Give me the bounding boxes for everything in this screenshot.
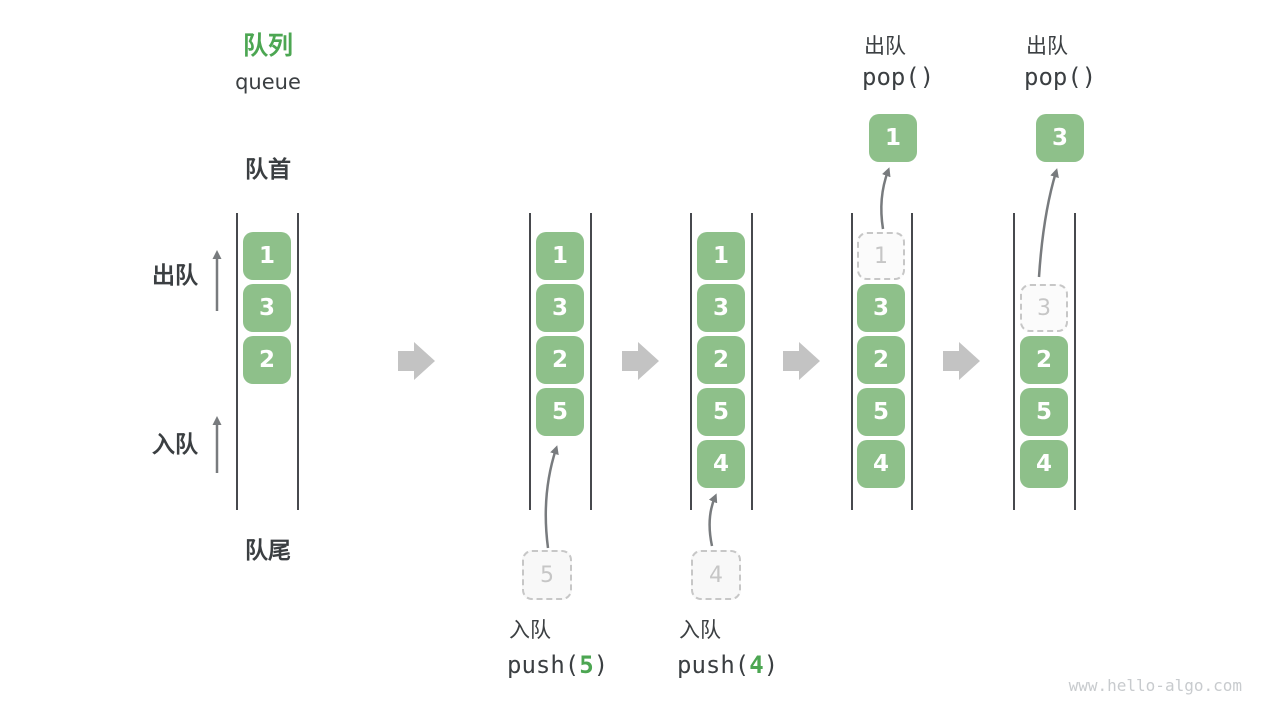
queue-item-box: 4: [1020, 440, 1068, 488]
queue-wall-right: [751, 213, 753, 510]
queue-item-box: 1: [697, 232, 745, 280]
watermark: www.hello-algo.com: [1068, 676, 1242, 695]
queue-item-box: 3: [536, 284, 584, 332]
push-op-label-zh: 入队: [679, 618, 721, 642]
queue-item-box: 2: [1020, 336, 1068, 384]
queue-item-box: 2: [697, 336, 745, 384]
popped-slot-ghost: 3: [1020, 284, 1068, 332]
queue-wall-left: [1013, 213, 1015, 510]
queue-rear-label: 队尾: [245, 538, 291, 564]
push-op-label-zh: 入队: [509, 618, 551, 642]
queue-item-box: 5: [1020, 388, 1068, 436]
queue-wall-right: [1074, 213, 1076, 510]
queue-item-box: 4: [857, 440, 905, 488]
pop-op-code: pop(): [862, 63, 935, 91]
push-code-pre: push(: [507, 651, 580, 679]
pop-flow-arrow-icon: [1037, 168, 1059, 278]
queue-item-box: 1: [243, 232, 291, 280]
push-code-arg: 5: [579, 651, 594, 679]
step-arrow-icon: [622, 342, 659, 380]
queue-item-box: 2: [243, 336, 291, 384]
pop-op-code: pop(): [1024, 63, 1097, 91]
pop-op-label-zh: 出队: [1026, 34, 1068, 58]
queue-item-box: 3: [697, 284, 745, 332]
enqueue-direction-label: 入队: [152, 432, 198, 458]
queue-wall-right: [911, 213, 913, 510]
queue-wall-left: [690, 213, 692, 510]
queue-wall-left: [529, 213, 531, 510]
queue-item-box: 2: [857, 336, 905, 384]
dequeue-direction-label: 出队: [152, 263, 198, 289]
pop-flow-arrow-icon: [880, 167, 891, 230]
queue-wall-right: [590, 213, 592, 510]
queue-wall-left: [851, 213, 853, 510]
push-code-pre: push(: [677, 651, 750, 679]
diagram-title-en: queue: [235, 70, 301, 94]
queue-wall-left: [236, 213, 238, 510]
staged-item-box: 5: [522, 550, 572, 600]
popped-item-box: 3: [1036, 114, 1084, 162]
popped-item-box: 1: [869, 114, 917, 162]
queue-item-box: 5: [857, 388, 905, 436]
push-code-arg: 4: [749, 651, 764, 679]
queue-item-box: 4: [697, 440, 745, 488]
push-op-code: push(4): [677, 652, 778, 678]
step-arrow-icon: [943, 342, 980, 380]
popped-slot-ghost: 1: [857, 232, 905, 280]
queue-front-label: 队首: [245, 157, 291, 183]
push-code-post: ): [763, 651, 779, 679]
queue-item-box: 3: [243, 284, 291, 332]
diagram-title-zh: 队列: [242, 31, 293, 60]
pop-op-label-zh: 出队: [864, 34, 906, 58]
step-arrow-icon: [783, 342, 820, 380]
push-op-code: push(5): [507, 652, 608, 678]
push-code-post: ): [593, 651, 609, 679]
push-flow-arrow-icon: [544, 445, 559, 549]
queue-item-box: 1: [536, 232, 584, 280]
queue-item-box: 5: [697, 388, 745, 436]
step-arrow-icon: [398, 342, 435, 380]
staged-item-box: 4: [691, 550, 741, 600]
push-flow-arrow-icon: [708, 493, 718, 547]
queue-wall-right: [297, 213, 299, 510]
queue-item-box: 3: [857, 284, 905, 332]
queue-item-box: 2: [536, 336, 584, 384]
queue-item-box: 5: [536, 388, 584, 436]
